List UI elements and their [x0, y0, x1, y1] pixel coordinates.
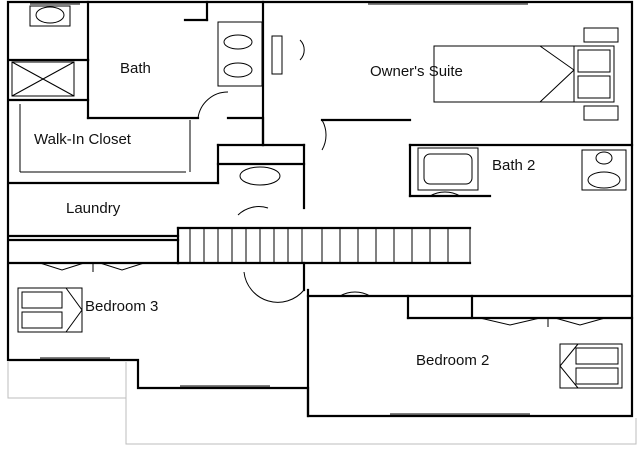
staircase: [189, 228, 471, 263]
owners-suite-bed: [433, 27, 619, 121]
bath-2-fixtures: [417, 147, 627, 191]
interior-walls: [8, 0, 634, 418]
door-swings: [197, 39, 461, 303]
porch-outline: [7, 362, 637, 445]
bedroom-2-bed: [559, 343, 623, 389]
room-label-bath: Bath: [120, 60, 151, 77]
room-label-laundry: Laundry: [66, 200, 121, 217]
room-label-bedroom-3: Bedroom 3: [85, 298, 158, 315]
windows: [30, 3, 530, 415]
room-label-bedroom-2: Bedroom 2: [416, 352, 489, 369]
bedroom-3-bed: [17, 287, 83, 333]
bath-fixtures: [11, 5, 283, 97]
room-label-walk-in-closet: Walk-In Closet: [34, 131, 132, 148]
room-label-bath-2: Bath 2: [492, 157, 535, 174]
closet-shelving: [19, 104, 191, 173]
room-label-owners-suite: Owner's Suite: [370, 63, 463, 80]
laundry-fixture: [239, 166, 281, 186]
closet-doors: [39, 262, 606, 327]
